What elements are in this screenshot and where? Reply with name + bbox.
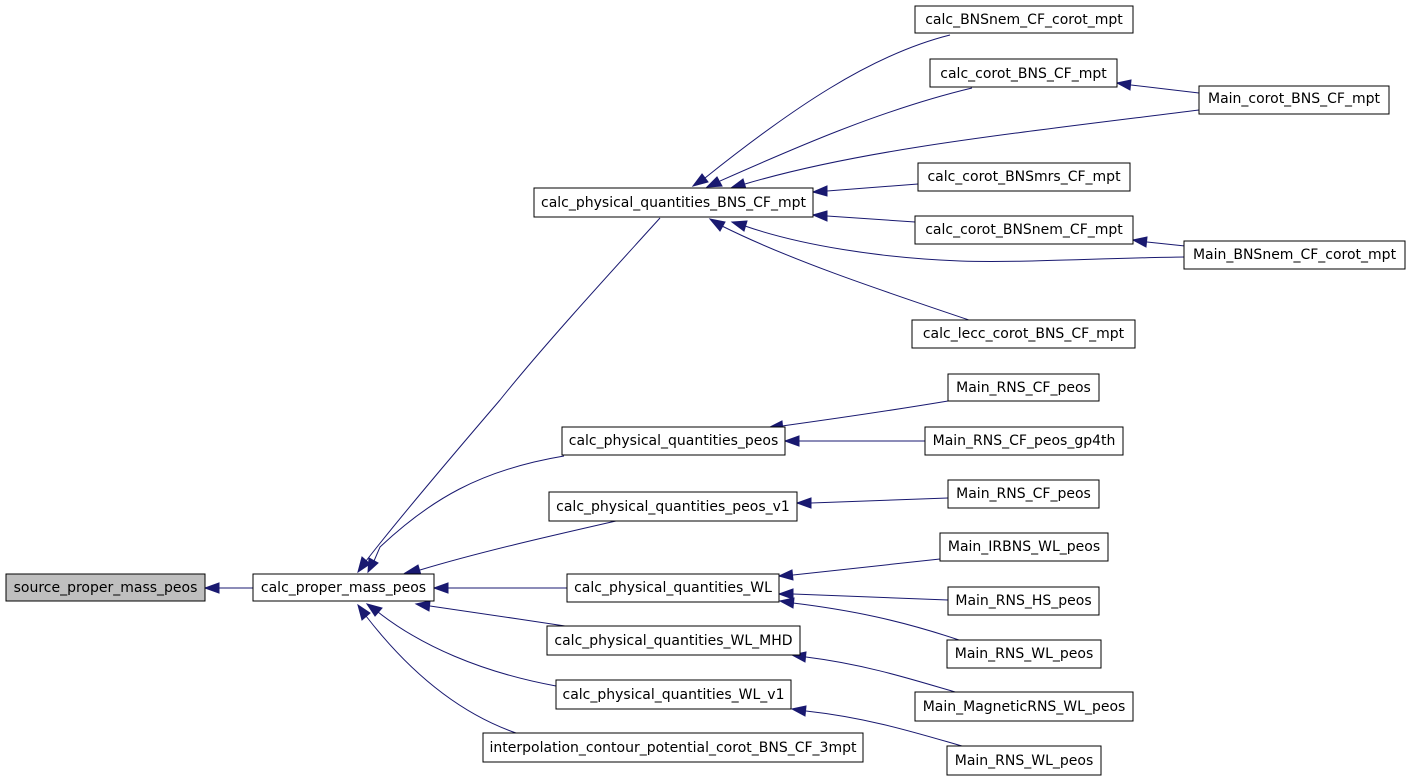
graph-nodes: source_proper_mass_peos calc_proper_mass… [5,5,1406,776]
edge-main-rns-wl-to-wl-v1 [790,705,963,747]
node-label: Main_MagneticRNS_WL_peos [923,699,1126,715]
node-label: source_proper_mass_peos [14,580,198,596]
node-main-rns-wl-peos-1[interactable]: Main_RNS_WL_peos [946,639,1102,669]
node-label: calc_physical_quantities_WL_MHD [554,633,792,649]
edge-bnsmrs-to-bns [811,183,919,197]
edge-wl-v1-to-proper-mass [365,603,557,687]
node-label: calc_lecc_corot_BNS_CF_mpt [923,326,1125,342]
node-label: Main_RNS_CF_peos_gp4th [933,433,1116,449]
node-label: calc_BNSnem_CF_corot_mpt [925,12,1123,28]
node-calc-corot-bnsmrs-cf-mpt[interactable]: calc_corot_BNSmrs_CF_mpt [917,162,1131,192]
node-main-rns-cf-peos-1[interactable]: Main_RNS_CF_peos [947,373,1100,402]
node-interpolation-contour-potential-corot-bns-cf-3mpt[interactable]: interpolation_contour_potential_corot_BN… [482,732,864,763]
edge-interp-to-proper-mass [357,603,517,734]
node-label: interpolation_contour_potential_corot_BN… [490,740,857,756]
node-main-rns-cf-peos-gp4th[interactable]: Main_RNS_CF_peos_gp4th [924,426,1124,456]
edge-bns-to-proper-mass [357,217,661,574]
edge-main-rns-cf-to-peos-v1 [795,497,949,509]
node-calc-corot-bnsnem-cf-mpt[interactable]: calc_corot_BNSnem_CF_mpt [914,215,1134,245]
node-calc-physical-quantities-bns-cf-mpt[interactable]: calc_physical_quantities_BNS_CF_mpt [533,187,814,218]
edge-wl-mhd-to-proper-mass [414,600,566,627]
node-label: Main_RNS_HS_peos [955,593,1091,609]
edge-main-bnsnem-to-bns [730,220,1186,262]
edge-lecc-to-bns [708,218,973,322]
node-calc-bnsnem-cf-corot-mpt[interactable]: calc_BNSnem_CF_corot_mpt [914,5,1134,34]
edge-main-corot-to-bns [729,109,1200,190]
node-label: calc_physical_quantities_WL [574,580,772,596]
node-main-irbns-wl-peos[interactable]: Main_IRBNS_WL_peos [939,532,1109,562]
node-main-rns-wl-peos-2[interactable]: Main_RNS_WL_peos [946,745,1102,776]
node-label: calc_physical_quantities_WL_v1 [563,687,785,703]
node-main-rns-cf-peos-2[interactable]: Main_RNS_CF_peos [947,479,1100,509]
edge-wl-to-proper-mass [432,582,567,594]
node-label: Main_RNS_WL_peos [955,646,1094,662]
edge-main-rns-hs-to-wl [777,588,949,601]
graph-edges [203,34,1200,747]
node-label: calc_corot_BNSmrs_CF_mpt [927,169,1121,185]
edge-main-rns-wl-to-wl [778,597,963,642]
node-calc-corot-bns-cf-mpt[interactable]: calc_corot_BNS_CF_mpt [929,58,1118,88]
edge-peos-v1-to-proper-mass [403,520,617,576]
node-calc-physical-quantities-wl-v1[interactable]: calc_physical_quantities_WL_v1 [555,679,792,710]
edge-calc-proper-mass-to-source [203,582,253,594]
edge-main-irbns-to-wl [777,558,941,581]
node-label: Main_RNS_CF_peos [956,380,1091,396]
edge-bnsnem-corot-to-bns [691,34,951,187]
node-calc-lecc-corot-bns-cf-mpt[interactable]: calc_lecc_corot_BNS_CF_mpt [911,319,1136,349]
node-label: calc_corot_BNSnem_CF_mpt [925,222,1123,238]
node-main-magneticrns-wl-peos[interactable]: Main_MagneticRNS_WL_peos [914,691,1134,722]
edge-main-corot-to-corot-bns [1115,79,1200,94]
edge-main-bnsnem-to-corot-bnsnem [1131,236,1186,248]
node-main-corot-bns-cf-mpt[interactable]: Main_corot_BNS_CF_mpt [1198,85,1390,115]
edge-bnsnem-to-bns [811,210,916,223]
node-label: calc_physical_quantities_BNS_CF_mpt [541,195,806,211]
node-label: calc_corot_BNS_CF_mpt [940,66,1107,82]
node-label: calc_proper_mass_peos [261,580,426,596]
node-label: calc_physical_quantities_peos_v1 [556,499,790,515]
node-label: Main_BNSnem_CF_corot_mpt [1193,247,1397,263]
node-calc-physical-quantities-wl-mhd[interactable]: calc_physical_quantities_WL_MHD [546,625,801,656]
edge-peos-to-proper-mass [367,455,565,574]
node-label: calc_physical_quantities_peos [569,433,779,449]
node-main-bnsnem-cf-corot-mpt[interactable]: Main_BNSnem_CF_corot_mpt [1183,240,1406,270]
node-main-rns-hs-peos[interactable]: Main_RNS_HS_peos [947,586,1100,616]
node-calc-physical-quantities-peos[interactable]: calc_physical_quantities_peos [561,426,786,456]
node-calc-physical-quantities-peos-v1[interactable]: calc_physical_quantities_peos_v1 [548,491,798,522]
node-label: Main_RNS_CF_peos [956,486,1091,502]
node-calc-physical-quantities-wl[interactable]: calc_physical_quantities_WL [566,573,780,603]
edge-main-rns-cf-to-peos [766,400,949,432]
node-label: Main_RNS_WL_peos [955,753,1094,769]
node-calc-proper-mass-peos[interactable]: calc_proper_mass_peos [252,573,435,602]
edge-main-magnetic-to-wl-mhd [790,651,963,695]
node-label: Main_corot_BNS_CF_mpt [1208,91,1381,107]
edge-main-rns-gp4th-to-peos [783,435,925,447]
edge-corot-bns-to-bns [705,87,973,188]
node-source-proper-mass-peos[interactable]: source_proper_mass_peos [5,573,206,602]
node-label: Main_IRBNS_WL_peos [948,539,1100,555]
